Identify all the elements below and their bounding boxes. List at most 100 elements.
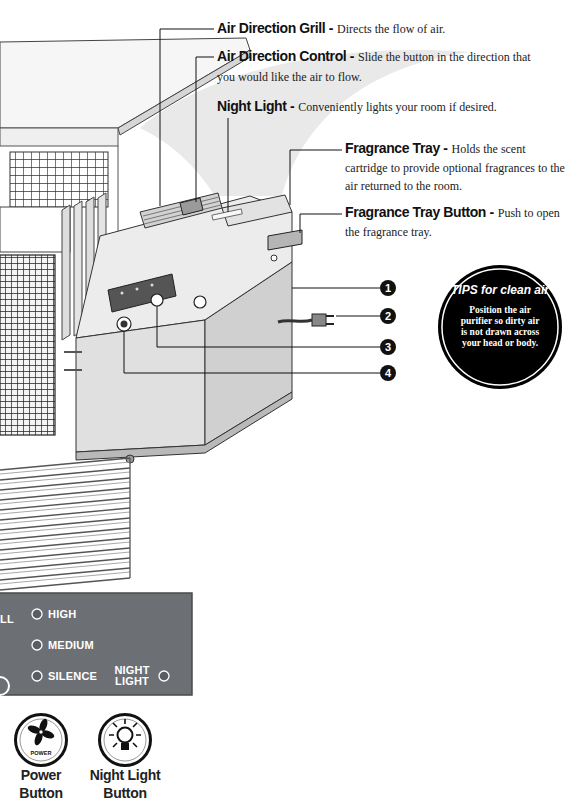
led — [151, 284, 154, 287]
leader-line — [124, 331, 380, 373]
prefilter — [0, 255, 55, 435]
plug — [312, 314, 326, 326]
badge-circle — [438, 265, 562, 389]
node-text-secondary: SILENCE — [48, 669, 118, 683]
node-text: 4 — [380, 365, 396, 381]
node-text-secondary: MEDIUM — [48, 638, 118, 652]
indicator-led — [32, 671, 42, 681]
rear-frame — [0, 128, 118, 146]
annotation: Fragrance Tray -Holds the scent cartridg… — [345, 139, 569, 196]
night-light-button-outline — [98, 713, 152, 767]
indicator-led — [32, 640, 42, 650]
control-button — [151, 294, 163, 306]
leader-line — [300, 214, 342, 233]
node-text: POWER — [14, 750, 68, 757]
leader-line — [336, 316, 380, 317]
filter-plate — [86, 197, 94, 332]
badge-ring — [442, 269, 558, 385]
node-text: 3 — [380, 339, 396, 355]
callout-circle — [380, 308, 396, 324]
leader-line — [292, 288, 380, 289]
button-circle — [100, 715, 151, 766]
fan-blade — [40, 729, 56, 740]
fan-hub — [39, 730, 43, 734]
callout-circle — [380, 280, 396, 296]
housing-base — [76, 392, 292, 460]
hepa-filter — [10, 152, 108, 207]
filter-plate — [98, 193, 106, 328]
filter-plate — [62, 205, 70, 340]
node-text: 2 — [380, 308, 396, 324]
annotation: Fragrance Tray Button -Push to open the … — [345, 203, 569, 241]
power-button: POWERPower Button — [14, 713, 68, 767]
control-strip — [108, 274, 176, 312]
indicator-led — [32, 609, 42, 619]
leader-line — [160, 29, 214, 206]
callout-number: 1 — [380, 280, 396, 296]
bulb-icon — [118, 728, 133, 743]
housing-side — [205, 262, 292, 445]
plug-prong — [326, 316, 334, 324]
node-text: 1 — [380, 280, 396, 296]
tips-badge: TIPS for clean airPosition the air purif… — [438, 265, 562, 389]
node-text: LL — [0, 612, 20, 626]
housing-top — [76, 196, 292, 338]
grill-end — [129, 458, 130, 578]
part-name: Night Light - — [217, 98, 294, 114]
leader-line — [196, 57, 214, 202]
fragrance-tray — [222, 195, 292, 226]
callout-number: 2 — [380, 308, 396, 324]
leader-line — [228, 118, 229, 212]
fan-blade — [33, 731, 44, 747]
node-text-secondary: HIGH — [48, 607, 118, 621]
bulb-base — [121, 743, 129, 750]
part-name: Air Direction Control - — [217, 48, 354, 64]
control-button — [117, 317, 131, 331]
annotation: Air Direction Grill - Directs the flow of… — [217, 18, 562, 39]
housing-front — [76, 320, 205, 452]
leader-line — [157, 306, 380, 347]
air-direction-grill — [140, 193, 222, 228]
part-name: Fragrance Tray Button - — [345, 204, 494, 220]
filter-plate — [74, 201, 82, 336]
node-text: Night Light Button — [80, 766, 170, 800]
button-ring — [104, 719, 146, 761]
power-cord — [278, 320, 312, 322]
fan-blade — [38, 718, 49, 734]
air-direction-control — [180, 198, 203, 215]
indicator-led — [159, 671, 169, 681]
bulb-ray — [109, 719, 141, 747]
indicator — [271, 255, 277, 261]
callout-number: 3 — [380, 339, 396, 355]
callout-number: 4 — [380, 365, 396, 381]
night-light-button: Night Light Button — [98, 713, 152, 767]
panel-icon — [0, 677, 9, 695]
leader-line — [290, 150, 342, 205]
top-lid — [0, 38, 250, 128]
part-description: Directs the flow of air. — [337, 22, 445, 36]
part-name: Air Direction Grill - — [217, 20, 333, 36]
led — [136, 288, 139, 291]
frame-post — [118, 146, 119, 240]
panel-face — [0, 593, 192, 695]
node-text-secondary: Power Button — [6, 766, 76, 800]
grill-slat — [143, 197, 221, 224]
led — [121, 292, 124, 295]
control-panel: LLHIGHMEDIUMSILENCENIGHT LIGHT — [0, 593, 192, 695]
base-grill — [0, 462, 130, 584]
power-button-outline — [14, 713, 68, 767]
node-text-secondary: Position the air purifier so dirty air i… — [458, 305, 542, 349]
fragrance-tray-button — [268, 230, 302, 250]
annotation: Night Light - Conveniently lights your ro… — [217, 96, 562, 117]
callout-circle — [380, 339, 396, 355]
callout-circle — [380, 365, 396, 381]
foot — [126, 455, 134, 463]
front-slot — [64, 352, 82, 370]
filter-frame — [0, 207, 70, 252]
night-light — [212, 209, 242, 220]
control-button — [194, 296, 206, 308]
annotation: Air Direction Control -Slide the button … — [217, 46, 537, 87]
base-grill — [0, 458, 130, 590]
part-name: Fragrance Tray - — [345, 140, 448, 156]
part-description: Conveniently lights your room if desired… — [298, 100, 497, 114]
